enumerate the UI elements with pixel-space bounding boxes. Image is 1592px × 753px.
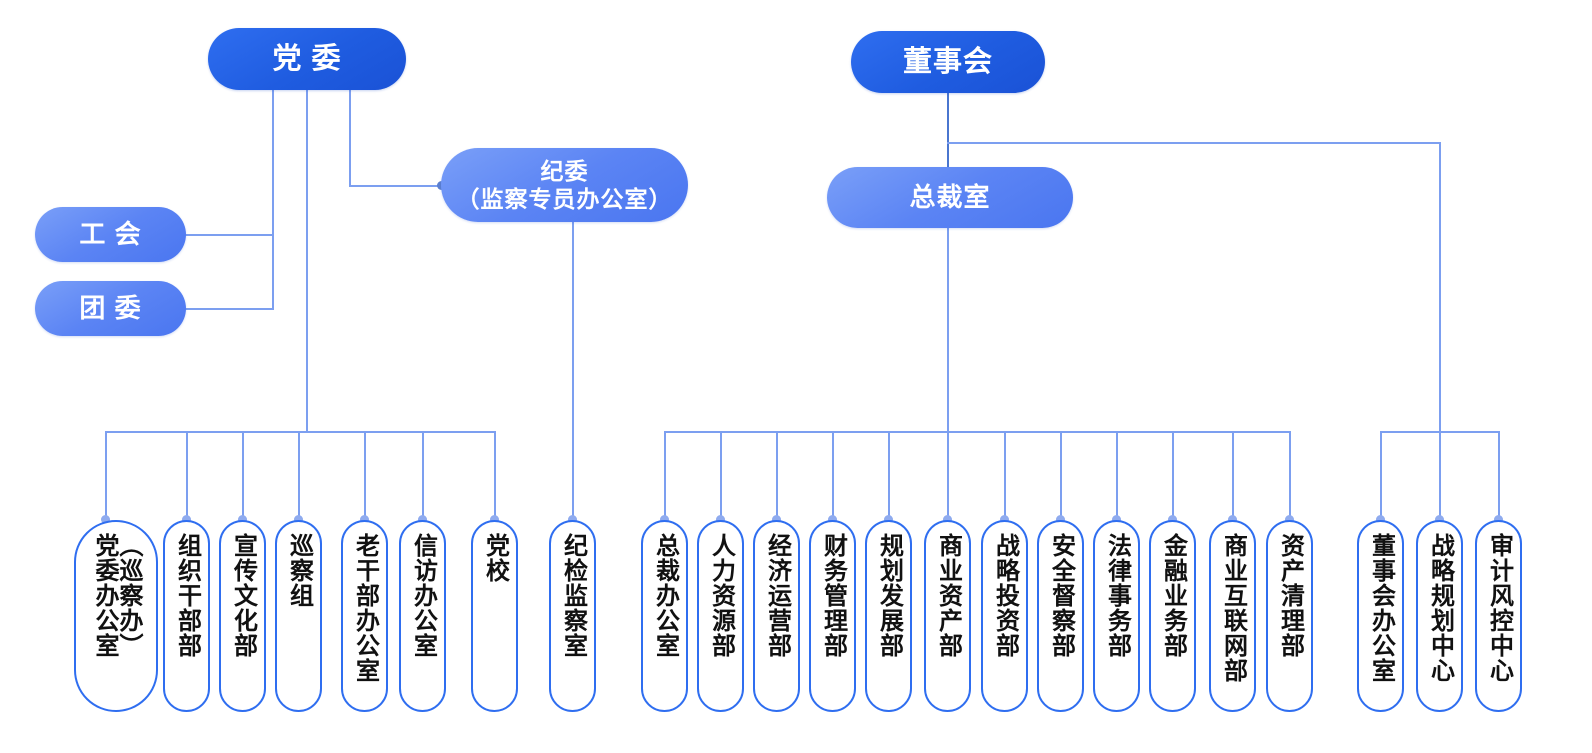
leaf-label-main: 规划发展部 xyxy=(875,533,903,658)
leaf-party-7[interactable]: 党校 xyxy=(471,520,518,712)
leaf-president-5[interactable]: 规划发展部 xyxy=(865,520,912,712)
leaf-label-main: 经济运营部 xyxy=(763,533,791,658)
drop-pres-1 xyxy=(664,431,666,523)
leaf-party-5[interactable]: 老干部办公室 xyxy=(341,520,388,712)
drop-pres-11 xyxy=(1232,431,1234,523)
connector-party-to-discipline-h xyxy=(349,185,442,187)
leaf-label-main: 战略投资部 xyxy=(991,533,1019,658)
leaf-label-main: 人力资源部 xyxy=(707,533,735,658)
leaf-president-12[interactable]: 资产清理部 xyxy=(1266,520,1313,712)
connector-party-to-union-trunk xyxy=(272,88,274,310)
leaf-label-main: 财务管理部 xyxy=(819,533,847,658)
node-youth-league[interactable]: 团 委 xyxy=(35,281,186,336)
leaf-president-6[interactable]: 商业资产部 xyxy=(924,520,971,712)
drop-pres-9 xyxy=(1116,431,1118,523)
connector-president-trunk xyxy=(947,228,949,432)
connector-party-to-discipline-v xyxy=(349,88,351,186)
connector-board-branch-v xyxy=(1439,142,1441,432)
leaf-president-8[interactable]: 安全督察部 xyxy=(1037,520,1084,712)
drop-party-1 xyxy=(105,431,107,523)
leaf-label-main: 党委办公室 xyxy=(91,533,118,658)
leaf-label-main: 法律事务部 xyxy=(1103,533,1131,658)
leaf-label-main: 战略规划中心 xyxy=(1426,533,1454,683)
leaf-label-main: 宣传文化部 xyxy=(229,533,257,658)
drop-board-3 xyxy=(1498,431,1500,523)
leaf-label-main: 老干部办公室 xyxy=(351,533,379,683)
leaf-label-main: 纪检监察室 xyxy=(559,533,587,658)
leaf-label-main: 组织干部部 xyxy=(173,533,201,658)
leaf-label-main: 商业互联网部 xyxy=(1219,533,1247,683)
drop-pres-10 xyxy=(1172,431,1174,523)
leaf-board-3[interactable]: 审计风控中心 xyxy=(1475,520,1522,712)
leaf-party-3[interactable]: 宣传文化部 xyxy=(219,520,266,712)
leaf-president-2[interactable]: 人力资源部 xyxy=(697,520,744,712)
leaf-label-main: 董事会办公室 xyxy=(1367,533,1395,683)
leaf-party-4[interactable]: 巡察组 xyxy=(275,520,322,712)
leaf-party-6[interactable]: 信访办公室 xyxy=(399,520,446,712)
bus-president-children xyxy=(664,431,1290,433)
connector-union-horizontal xyxy=(178,234,274,236)
drop-pres-12 xyxy=(1289,431,1291,523)
drop-pres-8 xyxy=(1060,431,1062,523)
connector-discipline-drop xyxy=(572,222,574,523)
leaf-label-main: 巡察组 xyxy=(285,533,313,608)
leaf-discipline-1[interactable]: 纪检监察室 xyxy=(549,520,596,712)
leaf-label-main: 信访办公室 xyxy=(409,533,437,658)
leaf-party-2[interactable]: 组织干部部 xyxy=(163,520,210,712)
leaf-label-main: 审计风控中心 xyxy=(1485,533,1513,683)
leaf-president-4[interactable]: 财务管理部 xyxy=(809,520,856,712)
connector-board-trunk xyxy=(947,92,949,188)
drop-party-7 xyxy=(494,431,496,523)
drop-party-2 xyxy=(186,431,188,523)
leaf-president-1[interactable]: 总裁办公室 xyxy=(641,520,688,712)
drop-pres-6 xyxy=(947,431,949,523)
drop-party-4 xyxy=(298,431,300,523)
leaf-label-main: 资产清理部 xyxy=(1276,533,1304,658)
leaf-label-main: 安全督察部 xyxy=(1047,533,1075,658)
leaf-board-2[interactable]: 战略规划中心 xyxy=(1416,520,1463,712)
node-discipline-committee[interactable]: 纪委 （监察专员办公室） xyxy=(441,148,688,222)
drop-dot-party-1 xyxy=(101,515,110,524)
node-board-of-directors[interactable]: 董事会 xyxy=(851,31,1045,93)
bus-party-children xyxy=(105,431,495,433)
leaf-board-1[interactable]: 董事会办公室 xyxy=(1357,520,1404,712)
drop-board-2 xyxy=(1439,431,1441,523)
drop-pres-7 xyxy=(1004,431,1006,523)
connector-party-to-bus-trunk xyxy=(306,88,308,432)
drop-pres-5 xyxy=(888,431,890,523)
leaf-label-main: 商业资产部 xyxy=(934,533,962,658)
leaf-party-1[interactable]: （巡察办） 党委办公室 xyxy=(74,520,158,712)
leaf-president-7[interactable]: 战略投资部 xyxy=(981,520,1028,712)
drop-party-5 xyxy=(364,431,366,523)
drop-pres-4 xyxy=(832,431,834,523)
leaf-president-11[interactable]: 商业互联网部 xyxy=(1209,520,1256,712)
drop-party-6 xyxy=(422,431,424,523)
leaf-label-main: 总裁办公室 xyxy=(651,533,679,658)
drop-party-3 xyxy=(242,431,244,523)
leaf-president-10[interactable]: 金融业务部 xyxy=(1149,520,1196,712)
drop-pres-3 xyxy=(776,431,778,523)
leaf-president-9[interactable]: 法律事务部 xyxy=(1093,520,1140,712)
node-presidents-office[interactable]: 总裁室 xyxy=(827,167,1073,228)
drop-pres-2 xyxy=(720,431,722,523)
connector-league-horizontal xyxy=(178,308,274,310)
leaf-label-sub: （巡察办） xyxy=(115,533,142,658)
leaf-president-3[interactable]: 经济运营部 xyxy=(753,520,800,712)
leaf-label-main: 党校 xyxy=(481,533,509,583)
node-labor-union[interactable]: 工 会 xyxy=(35,207,186,262)
node-party-committee[interactable]: 党 委 xyxy=(208,28,406,90)
connector-board-branch-h xyxy=(947,142,1441,144)
drop-board-1 xyxy=(1380,431,1382,523)
leaf-label-main: 金融业务部 xyxy=(1159,533,1187,658)
